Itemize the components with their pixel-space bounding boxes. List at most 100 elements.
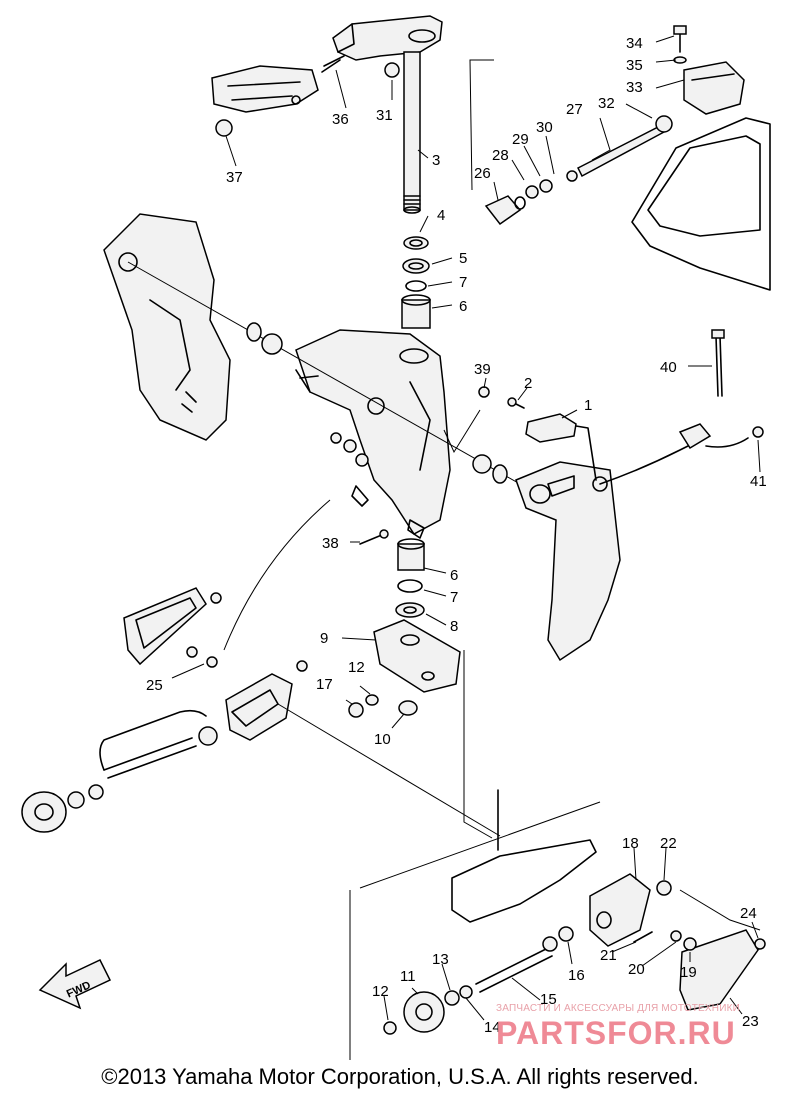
washer-12-lower [383, 1021, 397, 1035]
label-18: 18 [622, 835, 639, 852]
label-35: 35 [626, 57, 643, 74]
label-34: 34 [626, 35, 643, 52]
label-13: 13 [432, 951, 449, 968]
wiring-harness-1 [525, 413, 749, 485]
label-7-top: 7 [459, 274, 467, 291]
label-37: 37 [226, 169, 243, 186]
label-4: 4 [437, 207, 445, 224]
o-ring-7-bottom [397, 579, 423, 593]
through-tube-axis [127, 261, 521, 485]
washer-4 [403, 236, 429, 250]
label-10: 10 [374, 731, 391, 748]
label-19: 19 [680, 964, 697, 981]
o-ring-7-top [405, 280, 427, 292]
nut-17 [348, 702, 364, 718]
label-5: 5 [459, 250, 467, 267]
bushing-6-bottom [397, 538, 425, 571]
nut-37 [215, 119, 233, 137]
label-21: 21 [600, 947, 617, 964]
port-clamp-bracket [103, 213, 231, 441]
nut-10 [398, 700, 418, 716]
washer-12 [365, 694, 379, 706]
label-26: 26 [474, 165, 491, 182]
grease-nipples [330, 432, 369, 467]
lower-mount-housing-9 [373, 619, 461, 693]
steering-shaft [403, 51, 421, 214]
swivel-bracket [295, 329, 451, 539]
watermark-tagline: ЗАПЧАСТИ И АКСЕССУАРЫ ДЛЯ МОТОТЕХНИКИ [496, 1003, 741, 1014]
thru-bolt-upper [99, 709, 218, 779]
lower-rubber-mount-11 [403, 991, 445, 1033]
label-30: 30 [536, 119, 553, 136]
bolt-36 [321, 55, 345, 73]
bolt-34 [673, 25, 687, 53]
label-32: 32 [598, 95, 615, 112]
label-16: 16 [568, 967, 585, 984]
bottom-cowling-outline [631, 117, 771, 291]
label-2: 2 [524, 375, 532, 392]
leader-lines [223, 59, 761, 1060]
screw-41 [752, 426, 764, 438]
mount-cover-plate [123, 587, 207, 666]
washer-5 [402, 258, 430, 274]
label-36: 36 [332, 111, 349, 128]
label-29: 29 [512, 131, 529, 148]
copyright-notice: ©2013 Yamaha Motor Corporation, U.S.A. A… [101, 1064, 699, 1089]
tube-bushings [246, 322, 508, 484]
label-31: 31 [376, 107, 393, 124]
lower-cover-23 [679, 929, 759, 1011]
steering-arm-bracket [332, 15, 443, 61]
screw-39 [478, 386, 490, 398]
screw-2 [507, 397, 525, 409]
label-22: 22 [660, 835, 677, 852]
label-1: 1 [584, 397, 592, 414]
label-24: 24 [740, 905, 757, 922]
cable-tie-40 [711, 329, 725, 397]
label-6-bottom: 6 [450, 567, 458, 584]
label-27: 27 [566, 101, 583, 118]
bushing-6-top [401, 294, 431, 329]
label-33: 33 [626, 79, 643, 96]
label-38: 38 [322, 535, 339, 552]
upper-rubber-mount [21, 784, 104, 833]
label-8: 8 [450, 618, 458, 635]
label-25: 25 [146, 677, 163, 694]
thru-bolt-lower-15 [475, 936, 558, 993]
washer-8 [395, 602, 425, 618]
lower-housing-outline [451, 789, 597, 923]
label-17: 17 [316, 676, 333, 693]
label-3: 3 [432, 152, 440, 169]
grommet-22 [656, 880, 672, 896]
label-23: 23 [742, 1013, 759, 1030]
fwd-arrow-icon: FWD [38, 959, 112, 1010]
label-9: 9 [320, 630, 328, 647]
label-7-bottom: 7 [450, 589, 458, 606]
callout-labels: 1 2 3 4 5 6 6 7 7 8 9 10 11 12 12 13 14 … [146, 35, 767, 1036]
label-14: 14 [484, 1019, 501, 1036]
label-39: 39 [474, 361, 491, 378]
label-11: 11 [400, 968, 416, 985]
starboard-clamp-bracket [515, 461, 621, 662]
tilt-stop-33 [683, 61, 745, 115]
screw-24 [754, 938, 766, 950]
washers-13-14 [444, 985, 473, 1006]
mount-screws [186, 592, 308, 672]
label-40: 40 [660, 359, 677, 376]
collar-32 [655, 115, 673, 133]
label-41: 41 [750, 473, 767, 490]
label-6-top: 6 [459, 298, 467, 315]
label-12-lower: 12 [372, 983, 389, 1000]
washers-28-29-30 [525, 170, 578, 199]
collar-16 [558, 926, 574, 942]
callout-leaders [171, 35, 761, 1021]
nut-31 [384, 62, 400, 78]
watermark-logo: PARTSFOR.RU [496, 1015, 736, 1051]
label-12-upper: 12 [348, 659, 365, 676]
label-28: 28 [492, 147, 509, 164]
lower-mount-bracket-18 [589, 873, 651, 947]
tilt-tube-27 [576, 125, 666, 178]
bushing-26 [484, 195, 526, 226]
tilt-axis-line [443, 409, 481, 454]
